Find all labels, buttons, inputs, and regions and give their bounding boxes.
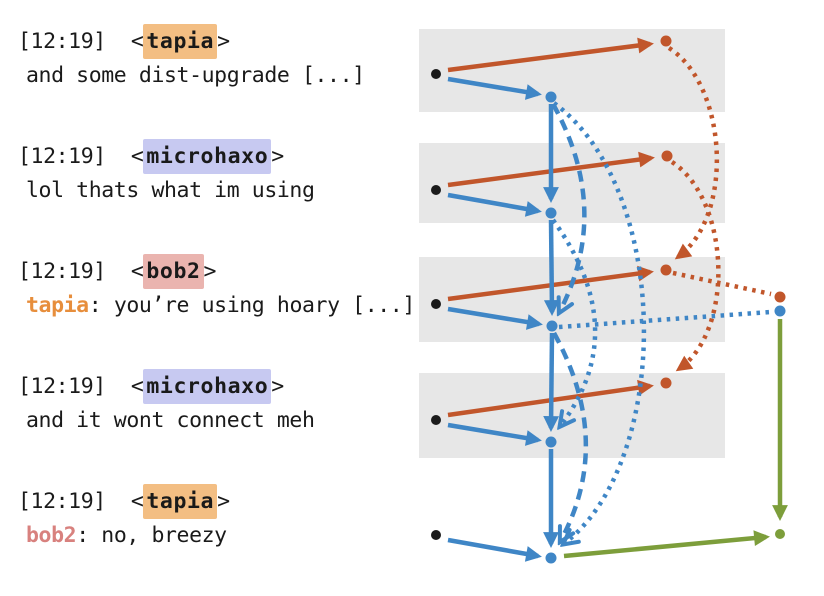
edge-red-m3-anchor-to-red3: [447, 265, 654, 302]
nick-tapia: tapia: [143, 24, 218, 59]
timestamp: [12:19]: [18, 144, 106, 169]
node-m1-red: [660, 35, 672, 47]
nick-bracket-open: <: [130, 259, 144, 284]
node-cluster-red: [774, 291, 786, 303]
message-text: and some dist-upgrade [...]: [26, 63, 365, 88]
edge-red-m1-anchor-to-red1: [447, 37, 654, 73]
node-m3-red: [660, 264, 672, 276]
edge-red-dotted-3-to-cluster: [672, 270, 772, 297]
nick-bracket-open: <: [130, 29, 144, 54]
edge-blue-dashed-1-3: [551, 102, 587, 311]
message-text: : no, breezy: [76, 523, 227, 548]
node-m4-blue: [545, 436, 557, 448]
edge-blue-m2-anchor-to-blue2: [447, 192, 542, 217]
edge-red-dotted-1-3: [667, 46, 720, 260]
nick-tapia: tapia: [143, 484, 218, 519]
node-m1-anchor: [431, 69, 441, 79]
addressee-bob2: bob2: [26, 523, 77, 548]
message-4-text: and it wont connect meh: [18, 404, 315, 437]
node-m1-blue: [545, 91, 557, 103]
nick-microhaxo: microhaxo: [143, 369, 272, 404]
message-3-text: tapia: you’re using hoary [...]: [18, 289, 415, 322]
node-m5-blue: [545, 552, 557, 564]
nick-bracket-close: >: [217, 29, 230, 54]
node-m5-anchor: [431, 530, 441, 540]
nick-bracket-open: <: [130, 144, 144, 169]
node-m2-anchor: [431, 185, 441, 195]
nick-bob2: bob2: [143, 254, 204, 289]
message-2: [12:19] <microhaxo> lol thats what im usi…: [18, 139, 315, 207]
nick-bracket-close: >: [203, 259, 217, 284]
node-m4-anchor: [431, 415, 441, 425]
message-band-1: [419, 29, 725, 112]
message-1-header: [12:19] <tapia>: [18, 24, 365, 59]
edge-blue-m4-anchor-to-blue4: [447, 422, 542, 446]
message-1-text: and some dist-upgrade [...]: [18, 59, 365, 92]
message-3: [12:19] <bob2> tapia: you’re using hoary …: [18, 254, 415, 322]
message-2-text: lol thats what im using: [18, 174, 315, 207]
node-m4-red: [660, 377, 672, 389]
edge-blue-m1-anchor-to-blue1: [447, 76, 542, 100]
node-cluster-blue: [774, 305, 786, 317]
addressee-tapia: tapia: [26, 293, 89, 318]
nick-bracket-open: <: [130, 374, 144, 399]
node-m3-anchor: [431, 299, 441, 309]
timestamp: [12:19]: [18, 374, 106, 399]
message-band-4: [419, 373, 725, 458]
edge-blue-m5-anchor-to-blue5: [447, 537, 542, 562]
nick-bracket-close: >: [271, 374, 284, 399]
message-5-header: [12:19] <tapia>: [18, 484, 230, 519]
message-3-header: [12:19] <bob2>: [18, 254, 415, 289]
nick-bracket-close: >: [217, 489, 230, 514]
edge-blue-m3-anchor-to-blue3: [447, 306, 543, 330]
message-4: [12:19] <microhaxo> and it wont connect m…: [18, 369, 315, 437]
message-text: and it wont connect meh: [26, 408, 315, 433]
edge-blue-chain-2-3: [543, 219, 560, 316]
edge-red-m4-anchor-to-red4: [447, 379, 654, 418]
edge-red-dotted-2-4: [670, 160, 721, 372]
timestamp: [12:19]: [18, 489, 106, 514]
edge-blue-chain-3-4: [543, 332, 560, 432]
nick-bracket-close: >: [271, 144, 284, 169]
nick-microhaxo: microhaxo: [143, 139, 272, 174]
node-m2-blue: [545, 207, 557, 219]
message-4-header: [12:19] <microhaxo>: [18, 369, 315, 404]
message-5-text: bob2: no, breezy: [18, 519, 230, 552]
message-text: lol thats what im using: [26, 178, 315, 203]
message-band-3: [419, 257, 725, 342]
node-m2-red: [661, 150, 673, 162]
node-cluster-green: [775, 529, 785, 539]
edge-green-blue5-to-node: [563, 530, 770, 559]
message-text: : you’re using hoary [...]: [88, 293, 416, 318]
timestamp: [12:19]: [18, 29, 106, 54]
timestamp: [12:19]: [18, 259, 106, 284]
edge-blue-dashed-3-5: [552, 331, 588, 540]
nick-bracket-open: <: [130, 489, 144, 514]
message-1: [12:19] <tapia> and some dist-upgrade [..…: [18, 24, 365, 92]
node-m3-blue: [546, 320, 558, 332]
message-5: [12:19] <tapia> bob2: no, breezy: [18, 484, 230, 552]
message-2-header: [12:19] <microhaxo>: [18, 139, 315, 174]
